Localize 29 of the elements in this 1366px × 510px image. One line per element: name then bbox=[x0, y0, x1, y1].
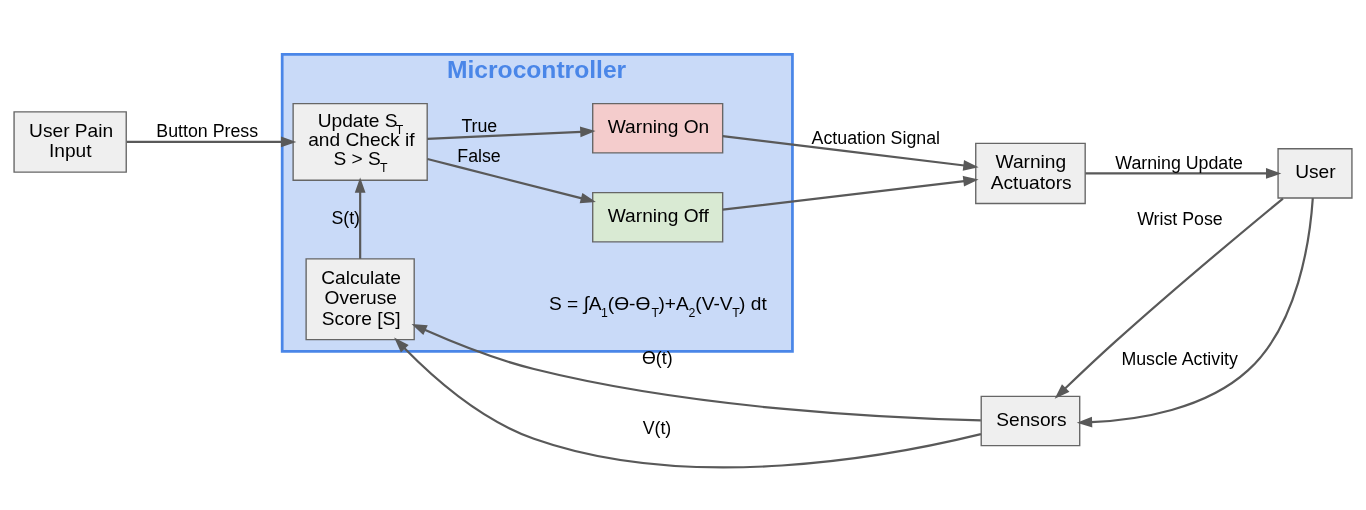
node-box: Update S$_{T}$ and Check if S > S$_{T}$ bbox=[292, 102, 428, 181]
arrow bbox=[1054, 197, 1284, 399]
arrow bbox=[411, 323, 981, 422]
edge-label: Wrist Pose bbox=[1137, 208, 1223, 229]
arrow bbox=[427, 125, 596, 140]
edge-label: V(t) bbox=[642, 417, 672, 438]
arrow bbox=[1085, 167, 1282, 179]
edge-label: S(t) bbox=[331, 207, 361, 228]
node-box: Warning On bbox=[592, 102, 724, 154]
arrow bbox=[354, 176, 366, 259]
node-box: Sensors bbox=[980, 395, 1081, 446]
arrow bbox=[126, 136, 297, 147]
edge-label: True bbox=[461, 115, 498, 136]
arrow bbox=[722, 175, 979, 211]
arrow bbox=[427, 157, 596, 203]
arrow bbox=[722, 134, 979, 171]
node-box: User Pain Input bbox=[13, 110, 127, 173]
node-box: Calculate Overuse Score [S] bbox=[305, 257, 415, 340]
edge-label: False bbox=[457, 145, 501, 166]
node-box: Warning Actuators bbox=[975, 142, 1086, 204]
arrow bbox=[394, 337, 982, 468]
node-box: User bbox=[1277, 147, 1353, 199]
edge-label: Button Press bbox=[156, 120, 259, 141]
node-box: Warning Off bbox=[592, 191, 724, 242]
edge-label: Muscle Activity bbox=[1121, 348, 1238, 369]
edge-label: Warning Update bbox=[1115, 152, 1243, 172]
edge-label: Actuation Signal bbox=[811, 127, 940, 148]
label: S = ∫A$_{1}$(ϴ-ϴ$_{T}$)+A$_{2}$(V-V$_{T}$) dt bbox=[548, 292, 767, 320]
arrow bbox=[1076, 197, 1314, 428]
